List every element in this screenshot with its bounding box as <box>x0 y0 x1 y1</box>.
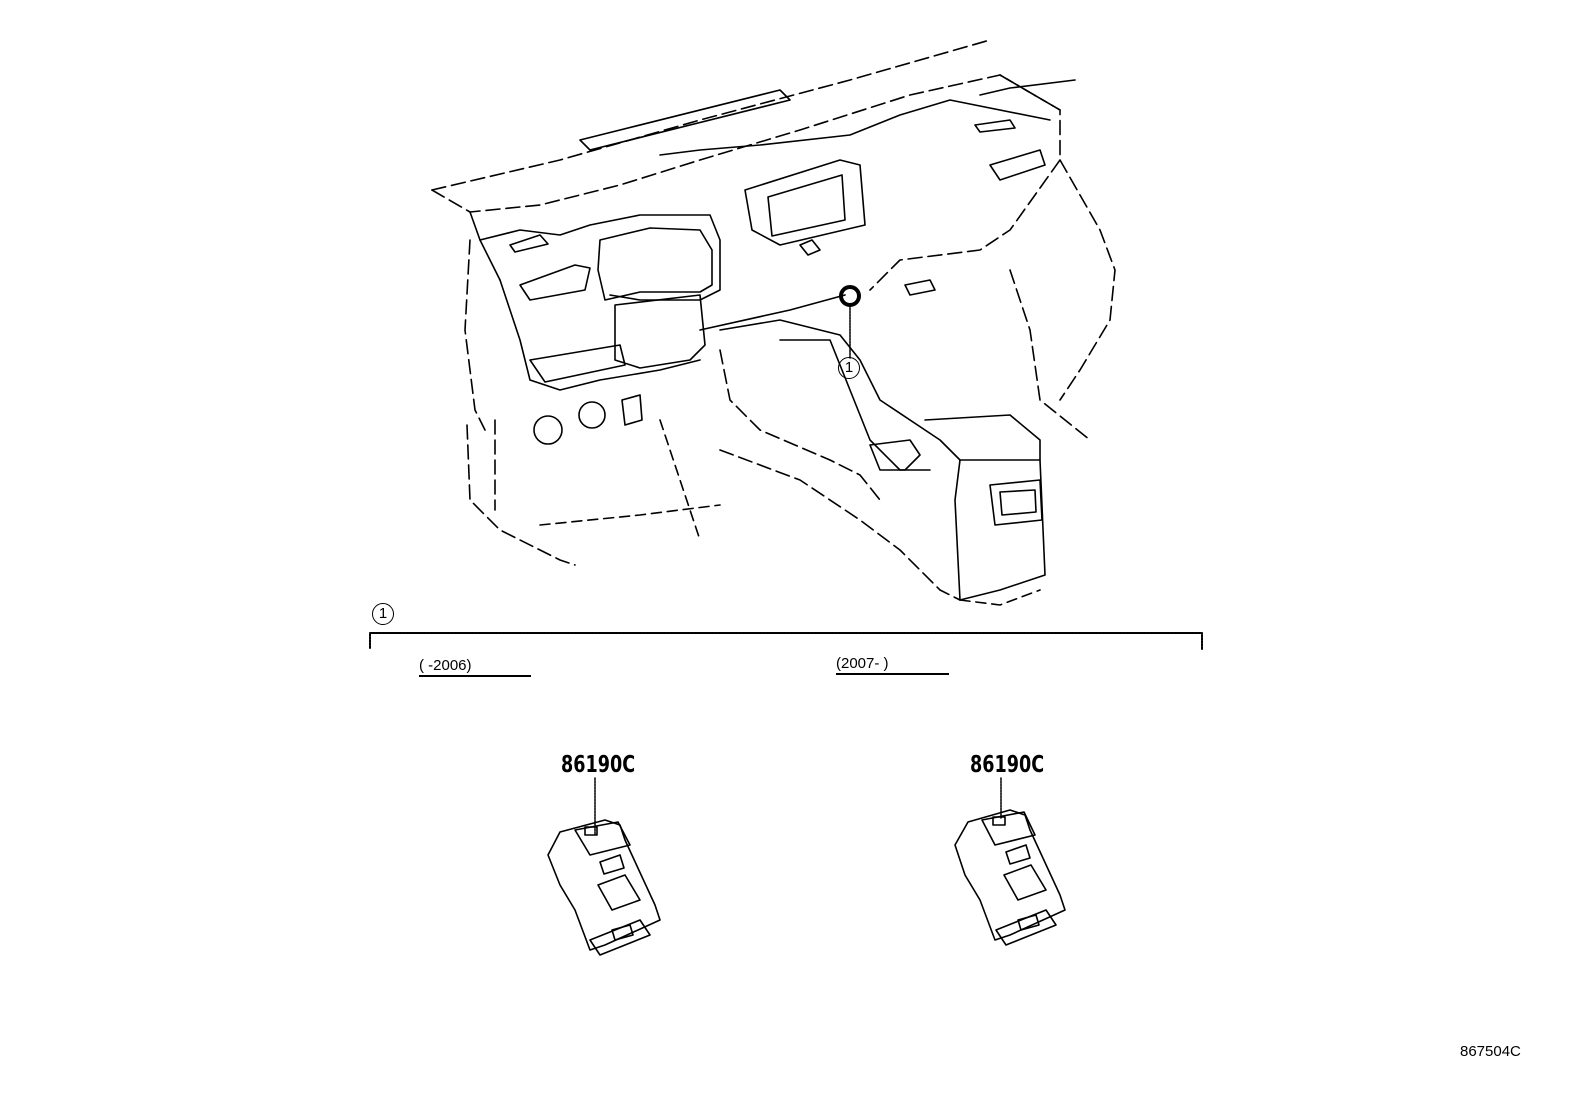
callout-1-group[interactable]: 1 <box>372 603 394 625</box>
switch-part-right <box>954 809 1066 946</box>
part-number-right[interactable]: 86190C <box>970 752 1045 778</box>
range-label-up-to-2006: ( -2006) <box>419 657 531 677</box>
part-number-left[interactable]: 86190C <box>561 752 636 778</box>
illustration-code: 867504C <box>1460 1043 1521 1060</box>
range-label-from-2007: (2007- ) <box>836 655 949 675</box>
switch-part-left <box>547 819 661 956</box>
callout-1-illustration[interactable]: 1 <box>838 357 860 379</box>
